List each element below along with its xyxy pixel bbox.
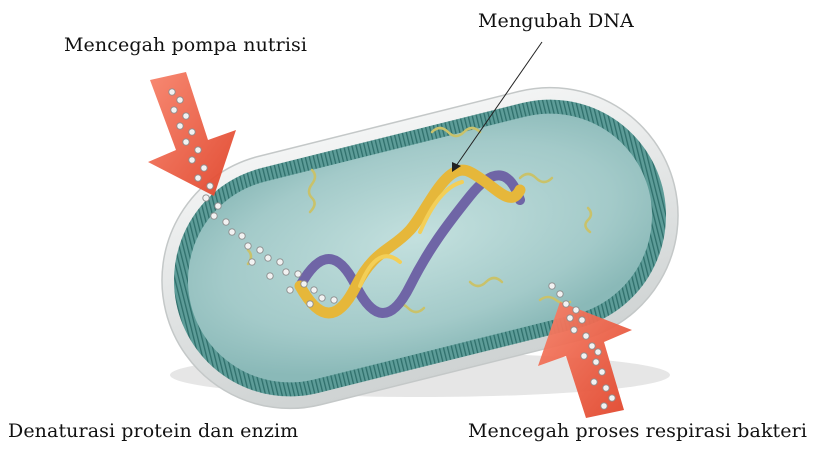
label-protein-denaturation: Denaturasi protein dan enzim xyxy=(8,420,298,442)
label-alter-dna: Mengubah DNA xyxy=(478,10,634,32)
label-prevent-respiration: Mencegah proses respirasi bakteri xyxy=(468,420,807,442)
label-prevent-nutrient-pump: Mencegah pompa nutrisi xyxy=(64,34,307,56)
